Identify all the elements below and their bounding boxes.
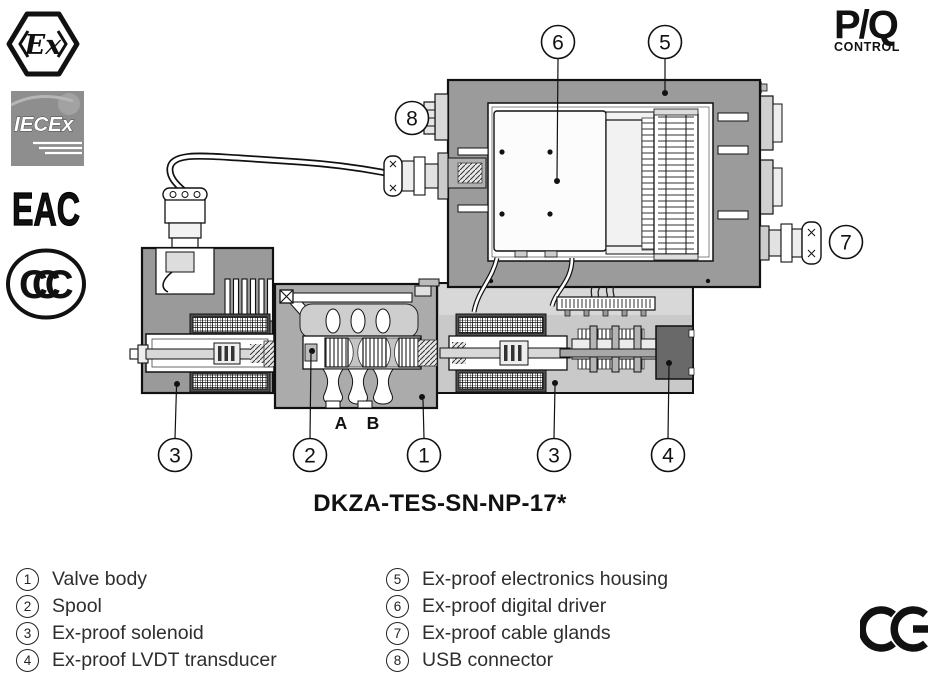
callout-3-left: 3: [157, 437, 193, 473]
callout-7: 7: [828, 224, 864, 260]
pq-title: P/Q: [834, 3, 899, 47]
lvdt-transducer: [559, 325, 695, 380]
left-solenoid: [129, 246, 275, 395]
iecex-lines: [33, 141, 82, 155]
terminal-block: [641, 108, 699, 261]
ce-letter-c: [860, 606, 896, 652]
legend-label-4: Ex-proof LVDT transducer: [52, 649, 277, 671]
legend-num-2: 2: [16, 595, 39, 618]
legend-num-5: 5: [386, 568, 409, 591]
port-a-label: A: [335, 413, 348, 433]
ccc-ellipse: [6, 248, 86, 320]
legend-item-5: 5 Ex-proof electronics housing: [386, 566, 668, 593]
legend-label-5: Ex-proof electronics housing: [422, 568, 669, 590]
spool: [302, 335, 438, 370]
legend-num-4: 4: [16, 649, 39, 672]
callout-5: 5: [647, 24, 683, 60]
svg-text:3: 3: [169, 445, 181, 468]
legend-num-6: 6: [386, 595, 409, 618]
ex-text: Ex: [24, 30, 63, 61]
legend-num-7: 7: [386, 622, 409, 645]
right-bracket: [56, 30, 68, 58]
svg-text:5: 5: [659, 32, 671, 55]
callout-3-right: 3: [536, 437, 572, 473]
iecex-logo: IECEx: [11, 91, 84, 166]
callout-6: 6: [540, 24, 576, 60]
legend-item-7: 7 Ex-proof cable glands: [386, 620, 668, 647]
port-b-label: B: [367, 413, 380, 433]
model-title: DKZA-TES-SN-NP-17*: [313, 490, 567, 517]
legend-item-6: 6 Ex-proof digital driver: [386, 593, 668, 620]
svg-text:8: 8: [406, 108, 418, 131]
legend-num-8: 8: [386, 649, 409, 672]
legend-item-3: 3 Ex-proof solenoid: [16, 620, 277, 647]
legend-right-column: 5 Ex-proof electronics housing 6 Ex-proo…: [386, 566, 668, 674]
legend-label-3: Ex-proof solenoid: [52, 622, 204, 644]
ce-letter-e-arc: [890, 606, 928, 652]
lvdt-interface-board: [556, 285, 656, 317]
legend-label-6: Ex-proof digital driver: [422, 595, 607, 617]
lvdt-end-block: [655, 325, 694, 380]
left-bracket: [18, 30, 30, 58]
callout-8: 8: [394, 100, 430, 136]
iecex-swoosh: [11, 94, 74, 107]
digital-driver-board: [493, 110, 607, 258]
electronics-housing: [383, 78, 822, 289]
iecex-text: IECEx: [14, 113, 75, 136]
legend-item-1: 1 Valve body: [16, 566, 277, 593]
hexagon-outline: [6, 11, 80, 77]
housing-left-cable-gland: [383, 152, 487, 200]
eac-logo: EAC: [11, 182, 80, 230]
legend-num-1: 1: [16, 568, 39, 591]
svg-text:7: 7: [840, 232, 852, 255]
svg-text:4: 4: [662, 445, 674, 468]
legend-item-4: 4 Ex-proof LVDT transducer: [16, 647, 277, 674]
right-solenoid: [439, 313, 571, 393]
conduit-tube: [166, 152, 390, 195]
valve-body: [273, 278, 440, 410]
legend-label-1: Valve body: [52, 568, 148, 590]
callout-leaders: [174, 58, 672, 439]
callout-4: 4: [650, 437, 686, 473]
eac-text: EAC: [12, 183, 80, 230]
legend-label-8: USB connector: [422, 649, 554, 671]
atex-ex-logo: Ex: [6, 11, 80, 77]
svg-text:2: 2: [304, 445, 316, 468]
legend-item-8: 8 USB connector: [386, 647, 668, 674]
housing-right-connectors: [759, 95, 783, 215]
pq-subtitle: CONTROL: [834, 40, 900, 54]
board-bracket: [605, 111, 659, 255]
svg-text:1: 1: [418, 445, 430, 468]
legend-item-2: 2 Spool: [16, 593, 277, 620]
port-b: [357, 400, 373, 409]
callout-1: 1: [406, 437, 442, 473]
ce-mark: [860, 606, 928, 652]
svg-text:6: 6: [552, 32, 564, 55]
internal-wires: [471, 257, 575, 313]
legend-left-column: 1 Valve body 2 Spool 3 Ex-proof solenoid…: [16, 566, 277, 674]
legend-num-3: 3: [16, 622, 39, 645]
callout-2: 2: [292, 437, 328, 473]
pq-control-badge: P/Q CONTROL: [834, 3, 936, 54]
svg-text:3: 3: [548, 445, 560, 468]
ccc-logo: CCC: [6, 248, 87, 320]
port-a: [325, 400, 341, 409]
cable-gland-right: [759, 221, 822, 265]
valve-cutaway-diagram: 6 5 8 7 3 2 1 3: [129, 24, 864, 473]
legend-label-2: Spool: [52, 595, 102, 617]
housing-screws: [457, 112, 749, 284]
legend-label-7: Ex-proof cable glands: [422, 622, 611, 644]
